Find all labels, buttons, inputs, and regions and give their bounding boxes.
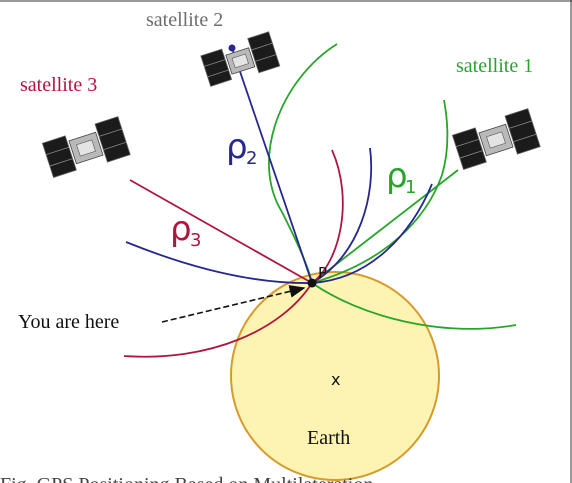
sat3-range-line [129, 179, 313, 284]
satellite-2-label: satellite 2 [146, 9, 223, 31]
caption-fragment: Fig. GPS Positioning Based on Multilater… [0, 474, 373, 483]
rho-3-symbol: ρ [170, 209, 192, 249]
satellite-3-label: satellite 3 [20, 74, 97, 96]
sat1-range-arc-lower [311, 282, 517, 330]
earth-circle [230, 271, 440, 481]
rho-3-subscript: 3 [190, 230, 201, 251]
satellite-2-antenna-dot [228, 44, 236, 52]
sat2-range-arc-b [311, 147, 373, 284]
point-p-label: P [318, 264, 327, 282]
rho-2-subscript: 2 [246, 148, 257, 169]
satellite-1-icon [451, 108, 541, 170]
sat2-range-line [231, 47, 313, 284]
sat1-range-arc-inner [268, 43, 338, 284]
earth-center-marker: x [331, 370, 340, 389]
sat1-range-arc-upper [311, 99, 449, 284]
rho-1-subscript: 1 [405, 177, 416, 198]
you-are-here-label: You are here [18, 311, 119, 333]
satellite-1-label: satellite 1 [456, 55, 533, 77]
point-p-dot [307, 278, 317, 288]
rho-1-symbol: ρ [386, 156, 408, 196]
you-are-here-arrow [161, 285, 306, 323]
earth-label: Earth [307, 427, 350, 449]
sat3-range-arc-upper [311, 149, 344, 284]
sat3-range-arc-lower [123, 282, 313, 358]
satellite-3-icon [41, 116, 131, 178]
satellite-2-icon [200, 31, 281, 87]
rho-2-symbol: ρ [226, 127, 248, 167]
